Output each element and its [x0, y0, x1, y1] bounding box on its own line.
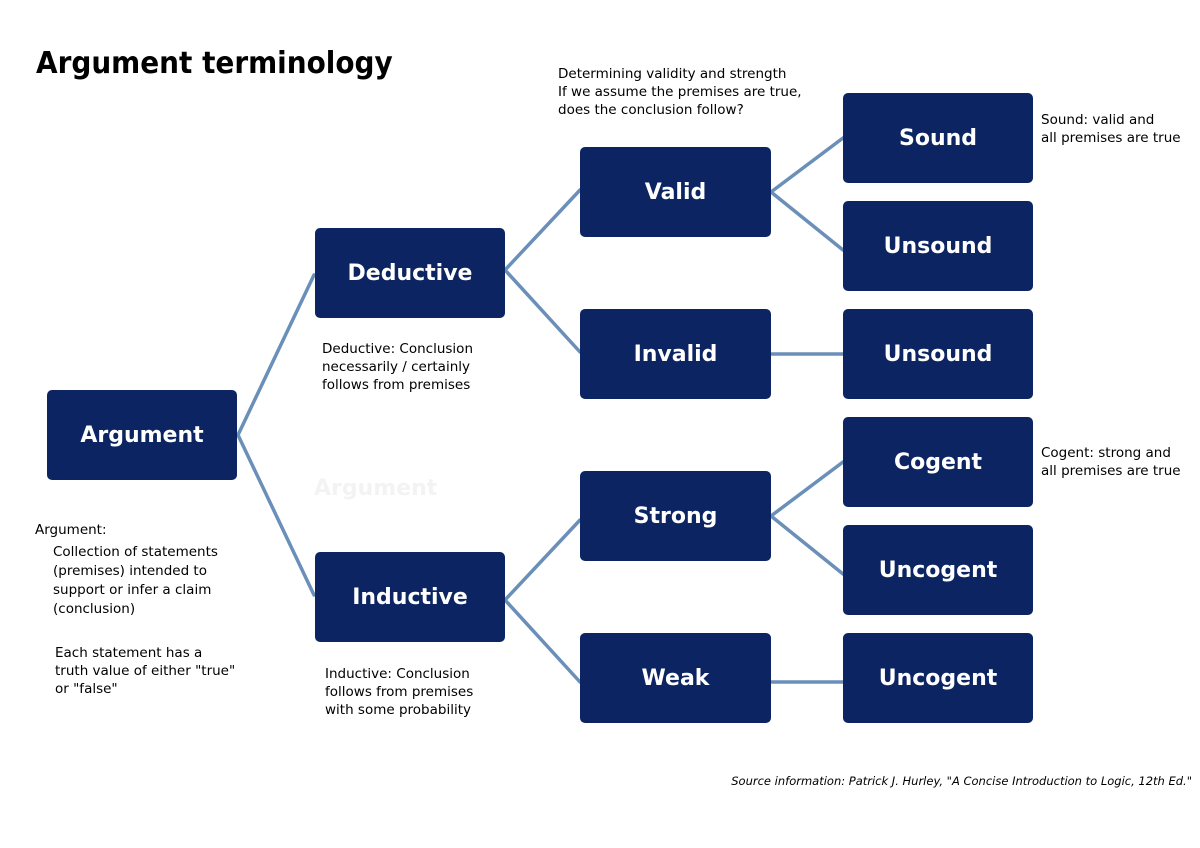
node-deductive[interactable]: Deductive: [315, 228, 505, 318]
connector-inductive-strong: [503, 518, 582, 602]
note-line: Sound: valid and: [1041, 112, 1155, 128]
note-argument-definition: Collection of statements (premises) inte…: [53, 543, 218, 619]
note-line: Inductive: Conclusion: [325, 666, 470, 682]
connector-deductive-invalid: [503, 268, 582, 354]
note-line: Collection of statements: [53, 544, 218, 560]
note-line: If we assume the premises are true,: [558, 84, 802, 100]
note-line: truth value of either "true": [55, 663, 236, 679]
note-sound: Sound: valid and all premises are true: [1041, 111, 1181, 147]
note-line: Each statement has a: [55, 645, 203, 661]
note-deductive: Deductive: Conclusion necessarily / cert…: [322, 340, 473, 394]
connector-deductive-valid: [503, 188, 582, 272]
note-line: follows from premises: [325, 684, 474, 700]
node-weak[interactable]: Weak: [580, 633, 771, 723]
connector-valid-unsound: [769, 190, 845, 252]
node-inductive[interactable]: Inductive: [315, 552, 505, 642]
note-line: (conclusion): [53, 601, 136, 617]
node-uncogent-weak[interactable]: Uncogent: [843, 633, 1033, 723]
note-argument-truth-value: Each statement has a truth value of eith…: [55, 644, 235, 698]
note-line: (premises) intended to: [53, 563, 207, 579]
note-line: follows from premises: [322, 377, 471, 393]
note-argument-heading: Argument:: [35, 522, 107, 538]
connector-inductive-weak: [503, 598, 582, 684]
faint-watermark-text: Argument: [314, 476, 438, 501]
connector-argument-inductive: [236, 433, 316, 597]
note-cogent: Cogent: strong and all premises are true: [1041, 444, 1181, 480]
note-line: support or infer a claim: [53, 582, 212, 598]
connector-valid-sound: [769, 136, 845, 194]
connector-strong-uncogent: [769, 514, 845, 576]
note-line: does the conclusion follow?: [558, 102, 744, 118]
note-line: all premises are true: [1041, 463, 1181, 479]
node-argument[interactable]: Argument: [47, 390, 237, 480]
note-line: necessarily / certainly: [322, 359, 470, 375]
node-valid[interactable]: Valid: [580, 147, 771, 237]
note-line: with some probability: [325, 702, 472, 718]
note-validity-strength: Determining validity and strength If we …: [558, 65, 802, 119]
node-uncogent-strong[interactable]: Uncogent: [843, 525, 1033, 615]
note-line: or "false": [55, 681, 118, 697]
node-unsound-valid[interactable]: Unsound: [843, 201, 1033, 291]
source-citation: Source information: Patrick J. Hurley, "…: [731, 774, 1192, 788]
note-inductive: Inductive: Conclusion follows from premi…: [325, 665, 473, 719]
node-invalid[interactable]: Invalid: [580, 309, 771, 399]
note-line: Deductive: Conclusion: [322, 341, 473, 357]
connector-strong-cogent: [769, 460, 845, 518]
note-line: Cogent: strong and: [1041, 445, 1171, 461]
diagram-title: Argument terminology: [36, 46, 393, 81]
node-sound[interactable]: Sound: [843, 93, 1033, 183]
note-line: Determining validity and strength: [558, 66, 787, 82]
node-unsound-invalid[interactable]: Unsound: [843, 309, 1033, 399]
note-line: all premises are true: [1041, 130, 1181, 146]
connector-argument-deductive: [236, 273, 316, 437]
node-cogent[interactable]: Cogent: [843, 417, 1033, 507]
node-strong[interactable]: Strong: [580, 471, 771, 561]
